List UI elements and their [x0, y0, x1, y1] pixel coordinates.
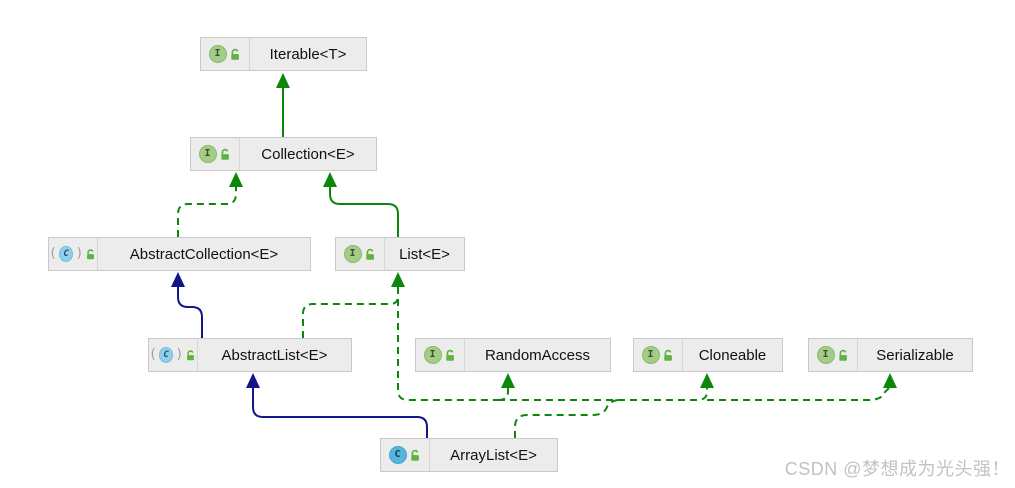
public-lock-icon	[230, 48, 239, 60]
class-node-serializable[interactable]: I Serializable	[808, 338, 973, 372]
abstract-class-icon-cell: (C)	[49, 238, 98, 270]
class-node-label: RandomAccess	[484, 346, 591, 364]
class-node-label: Cloneable	[698, 346, 767, 364]
arrowhead-arraylist-implements-cloneable	[700, 373, 714, 388]
abstract-paren-right: )	[175, 347, 184, 362]
arrowhead-abstractlist-implements-list	[391, 272, 405, 287]
interface-icon-cell: I	[336, 238, 385, 270]
edge-arraylist-implements-randomaccess	[497, 388, 509, 401]
interface-icon: I	[208, 45, 227, 63]
edge-arraylist-extends-abstractlist	[252, 388, 428, 438]
interface-icon-cell: I	[634, 339, 683, 371]
public-lock-icon	[220, 148, 229, 160]
arrowhead-list-extends-collection	[323, 172, 337, 187]
class-node-abstract-collection[interactable]: (C) AbstractCollection<E>	[48, 237, 311, 271]
class-node-label: Collection<E>	[261, 145, 355, 163]
class-node-cloneable[interactable]: I Cloneable	[633, 338, 783, 372]
class-node-iterable[interactable]: I Iterable<T>	[200, 37, 367, 71]
interface-icon: I	[423, 346, 442, 364]
edge-arraylist-implements-serializable	[707, 387, 890, 401]
abstract-class-icon: C	[158, 347, 174, 363]
abstract-paren-left: (	[49, 246, 57, 261]
interface-icon-cell: I	[201, 38, 250, 70]
interface-icon-cell: I	[191, 138, 240, 170]
abstract-class-icon-cell: (C)	[149, 339, 198, 371]
class-icon-cell: C	[381, 439, 430, 471]
public-lock-icon	[445, 349, 454, 361]
arrowhead-arraylist-implements-serializable	[883, 373, 897, 388]
public-lock-icon	[838, 349, 847, 361]
class-icon: C	[388, 446, 407, 464]
class-node-label: ArrayList<E>	[450, 446, 537, 464]
interface-icon: I	[198, 145, 217, 163]
class-node-collection[interactable]: I Collection<E>	[190, 137, 377, 171]
edge-list-extends-collection	[329, 187, 399, 237]
public-lock-icon	[365, 248, 374, 260]
abstract-class-icon: C	[58, 246, 74, 262]
arrowhead-arraylist-extends-abstractlist	[246, 373, 260, 388]
class-node-label: List<E>	[399, 245, 450, 263]
class-node-array-list[interactable]: C ArrayList<E>	[380, 438, 558, 472]
edge-arraylist-implements-list	[514, 399, 619, 438]
edge-abstractcollection-implements-collection	[177, 187, 237, 237]
arrowhead-abstractlist-extends-abstractcollection	[171, 272, 185, 287]
public-lock-icon	[410, 449, 419, 461]
edge-abstractlist-implements-list	[302, 287, 399, 338]
class-node-label: Serializable	[876, 346, 954, 364]
arrowhead-collection-extends-iterable	[276, 73, 290, 88]
edge-arraylist-implements-cloneable	[498, 388, 708, 401]
interface-icon-cell: I	[809, 339, 858, 371]
interface-icon: I	[641, 346, 660, 364]
public-lock-icon	[87, 248, 95, 259]
class-node-random-access[interactable]: I RandomAccess	[415, 338, 611, 372]
class-node-abstract-list[interactable]: (C) AbstractList<E>	[148, 338, 352, 372]
class-node-label: AbstractCollection<E>	[129, 245, 279, 263]
watermark-text: CSDN @梦想成为光头强！	[784, 459, 1010, 479]
arrowhead-abstractcollection-implements-collection	[229, 172, 243, 187]
interface-icon-cell: I	[416, 339, 465, 371]
class-node-label: AbstractList<E>	[221, 346, 328, 364]
interface-icon: I	[343, 245, 362, 263]
interface-icon: I	[816, 346, 835, 364]
abstract-paren-left: (	[149, 347, 157, 362]
class-node-list[interactable]: I List<E>	[335, 237, 465, 271]
class-node-label: Iterable<T>	[269, 45, 347, 63]
edge-abstractlist-extends-abstractcollection	[177, 287, 203, 338]
arrowhead-arraylist-implements-randomaccess	[501, 373, 515, 388]
abstract-paren-right: )	[75, 246, 84, 261]
public-lock-icon	[663, 349, 672, 361]
public-lock-icon	[187, 349, 195, 360]
